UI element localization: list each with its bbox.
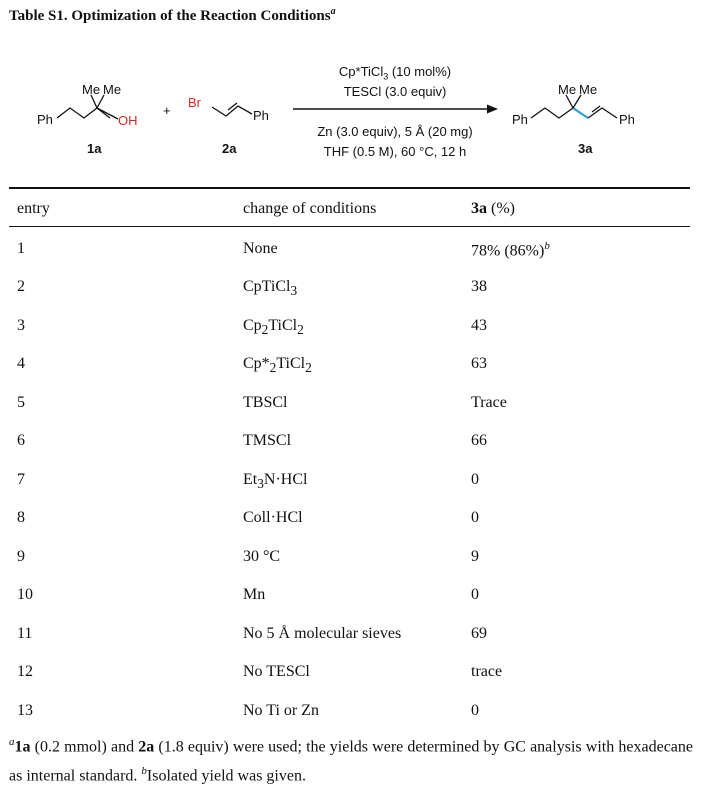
cell-entry: 11 <box>17 625 33 642</box>
reactant-1a-oh-bond <box>96 107 119 120</box>
cell-entry: 6 <box>17 432 25 449</box>
product-3a-ph2: Ph <box>619 112 635 127</box>
cell-change: Et3N·HCl <box>243 471 308 492</box>
reactant-1a-me-bond-2 <box>96 94 105 109</box>
reactant-1a-oh: OH <box>118 113 138 128</box>
cell-change: Cp*2TiCl2 <box>243 355 312 376</box>
header-yield: 3a (%) <box>471 200 515 217</box>
table-row: 1 None 78% (86%)b <box>0 230 704 268</box>
caption-title: Table S1. Optimization of the Reaction C… <box>9 8 331 24</box>
cell-yield: 0 <box>471 702 479 719</box>
table-row: 13 No Ti or Zn 0 <box>0 692 704 730</box>
cell-yield: 43 <box>471 317 487 334</box>
product-3a-new-bond <box>572 107 589 119</box>
cell-yield: 9 <box>471 548 479 565</box>
cell-entry: 9 <box>17 548 25 565</box>
table-top-rule <box>9 187 690 189</box>
cell-change: No 5 Å molecular sieves <box>243 625 402 642</box>
cell-yield: trace <box>471 663 503 680</box>
cell-entry: 4 <box>17 355 25 372</box>
condition-solvent-temp: THF (0.5 M), 60 °C, 12 h <box>323 144 467 159</box>
cell-yield: 38 <box>471 278 487 295</box>
product-3a-me1: Me <box>558 82 577 97</box>
table-row: 3 Cp2TiCl2 43 <box>0 307 704 345</box>
table-footnote: a1a (0.2 mmol) and 2a (1.8 equiv) were u… <box>9 736 694 785</box>
product-3a-chain <box>530 107 574 119</box>
reactant-2a-label: 2a <box>222 141 237 156</box>
header-entry: entry <box>17 200 50 217</box>
reactant-2a-skeleton <box>211 105 253 117</box>
reactant-1a-ph: Ph <box>37 112 53 127</box>
table-row: 12 No TESCl trace <box>0 653 704 691</box>
product-3a-ph1: Ph <box>512 112 528 127</box>
reaction-arrow-head <box>487 104 498 114</box>
product-3a-me-bond-2 <box>572 94 582 109</box>
cell-yield: 78% (86%)b <box>471 240 550 260</box>
condition-additive: TESCl (3.0 equiv) <box>343 84 447 99</box>
cell-yield: Trace <box>471 394 507 411</box>
table-row: 7 Et3N·HCl 0 <box>0 461 704 499</box>
cell-entry: 5 <box>17 394 25 411</box>
cell-entry: 3 <box>17 317 25 334</box>
cell-entry: 2 <box>17 278 25 295</box>
reaction-scheme-bonds <box>56 94 618 120</box>
table-row: 5 TBSCl Trace <box>0 384 704 422</box>
table-row: 9 30 °C 9 <box>0 538 704 576</box>
cell-entry: 1 <box>17 240 25 257</box>
reactant-1a-label: 1a <box>87 141 102 156</box>
plus-sign: + <box>163 103 171 118</box>
cell-entry: 7 <box>17 471 25 488</box>
table-caption: Table S1. Optimization of the Reaction C… <box>9 6 336 25</box>
cell-change: Coll·HCl <box>243 509 303 526</box>
table-row: 2 CpTiCl3 38 <box>0 268 704 306</box>
reactant-2a-br: Br <box>188 95 201 110</box>
cell-change: Cp2TiCl2 <box>243 317 304 338</box>
cell-entry: 10 <box>17 586 33 603</box>
condition-reductant: Zn (3.0 equiv), 5 Å (20 mg) <box>317 124 473 139</box>
header-change: change of conditions <box>243 200 377 217</box>
cell-change: CpTiCl3 <box>243 278 298 299</box>
cell-yield: 0 <box>471 509 479 526</box>
table-header-rule <box>9 226 690 227</box>
cell-change: None <box>243 240 278 257</box>
cell-yield: 0 <box>471 471 479 488</box>
condition-catalyst: Cp*TiCl3 (10 mol%) <box>338 64 452 82</box>
reactant-2a-double-bond <box>227 102 238 111</box>
reactant-1a-skeleton <box>56 107 111 119</box>
reactant-2a-ph: Ph <box>253 108 269 123</box>
cell-yield: 69 <box>471 625 487 642</box>
cell-entry: 12 <box>17 663 33 680</box>
table-row: 11 No 5 Å molecular sieves 69 <box>0 615 704 653</box>
product-3a-label: 3a <box>578 141 593 156</box>
cell-yield: 66 <box>471 432 487 449</box>
cell-change: TBSCl <box>243 394 288 411</box>
table-row: 6 TMSCl 66 <box>0 422 704 460</box>
cell-entry: 8 <box>17 509 25 526</box>
cell-change: No Ti or Zn <box>243 702 320 719</box>
caption-note-mark: a <box>330 6 336 17</box>
cell-yield: 0 <box>471 586 479 603</box>
product-3a-me2: Me <box>579 82 598 97</box>
reactant-1a-me-bond-1 <box>90 94 98 109</box>
reactant-1a-me1: Me <box>82 82 101 97</box>
cell-change: No TESCl <box>243 663 310 680</box>
table-row: 4 Cp*2TiCl2 63 <box>0 345 704 383</box>
cell-change: Mn <box>243 586 266 603</box>
product-3a-alkene <box>587 107 618 119</box>
product-3a-double-bond <box>591 105 601 113</box>
table-row: 10 Mn 0 <box>0 576 704 614</box>
reaction-scheme: Ph Me Me OH 1a + Br Ph 2a Cp*TiCl3 (10 m… <box>0 52 704 172</box>
cell-change: TMSCl <box>243 432 292 449</box>
cell-yield: 63 <box>471 355 487 372</box>
cell-change: 30 °C <box>243 548 281 565</box>
reactant-1a-me2: Me <box>103 82 122 97</box>
product-3a-me-bond-1 <box>565 94 574 109</box>
cell-entry: 13 <box>17 702 33 719</box>
table-row: 8 Coll·HCl 0 <box>0 499 704 537</box>
